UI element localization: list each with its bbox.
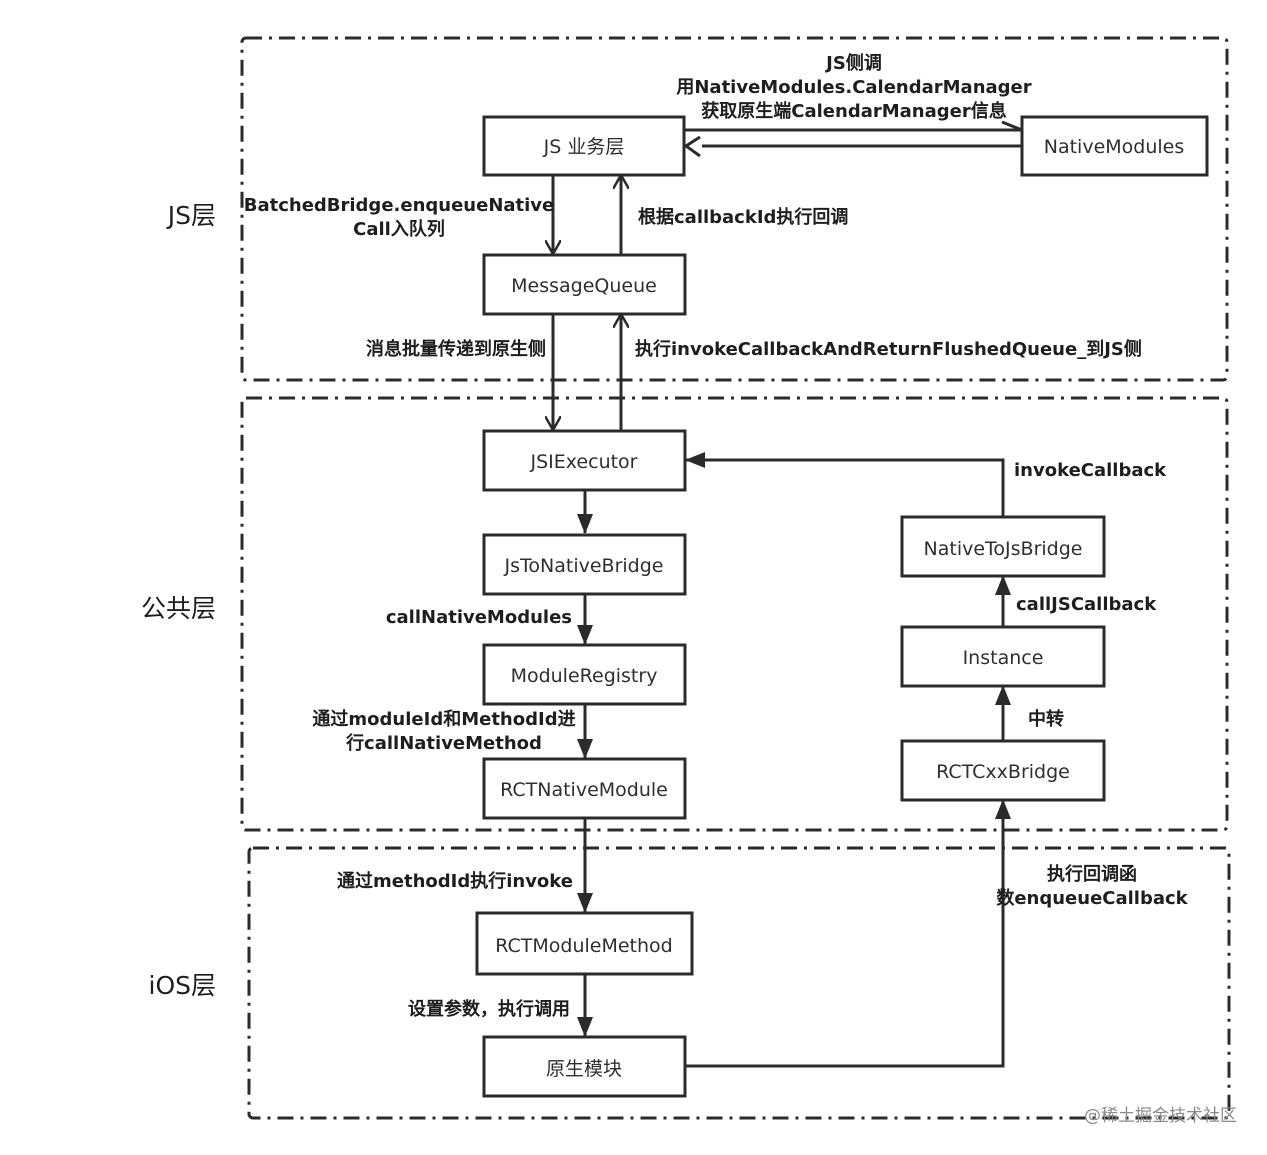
node-rct-native-module-label: RCTNativeModule <box>500 779 668 801</box>
node-module-registry-label: ModuleRegistry <box>511 665 658 687</box>
node-native-module: 原生模块 <box>482 1035 687 1098</box>
ios-layer-label: iOS层 <box>149 971 217 1000</box>
edge-label-js-call-line1: JS侧调 <box>824 53 882 74</box>
ios-layer-frame <box>247 846 1231 1120</box>
edge-label-callback-by-id: 根据callbackId执行回调 <box>638 206 848 228</box>
node-js-to-native-bridge: JsToNativeBridge <box>482 533 687 596</box>
node-rct-native-module: RCTNativeModule <box>482 757 687 820</box>
edge-nativemodule-to-rctcxxbridge <box>685 799 1011 1068</box>
node-instance-label: Instance <box>963 647 1044 669</box>
edge-label-enqueue-line2: Call入队列 <box>353 218 445 240</box>
node-js-business: JS 业务层 <box>482 115 686 177</box>
edge-label-js-call-line3: 获取原生端CalendarManager信息 <box>701 100 1006 122</box>
node-jsi-executor: JSIExecutor <box>482 429 687 492</box>
js-layer-label: JS层 <box>166 201 216 230</box>
edge-label-call-native-modules: callNativeModules <box>386 607 572 628</box>
node-instance: Instance <box>900 625 1106 688</box>
node-native-modules: NativeModules <box>1020 115 1209 177</box>
node-rct-module-method-label: RCTModuleMethod <box>495 935 672 957</box>
arrowhead-js-to-nativemodules <box>1001 120 1023 132</box>
node-module-registry: ModuleRegistry <box>482 643 687 706</box>
node-message-queue-label: MessageQueue <box>511 275 657 297</box>
edge-label-set-params: 设置参数，执行调用 <box>408 998 570 1020</box>
edge-label-enqueue-line1: BatchedBridge.enqueueNative <box>244 195 555 216</box>
edge-label-invoke-callback: invokeCallback <box>1014 460 1167 481</box>
edge-label-batch-to-native: 消息批量传递到原生侧 <box>366 338 546 360</box>
edge-label-module-method-line2: 行callNativeMethod <box>345 732 542 754</box>
edge-label-enqueue-callback-line2: 数enqueueCallback <box>996 887 1188 909</box>
node-message-queue: MessageQueue <box>482 253 687 316</box>
edge-label-relay: 中转 <box>1028 708 1064 730</box>
edge-label-js-call-line2: 用NativeModules.CalendarManager <box>676 77 1031 98</box>
node-native-to-js-bridge: NativeToJsBridge <box>900 515 1106 578</box>
node-native-modules-label: NativeModules <box>1044 136 1185 158</box>
arrowhead-nativemodules-to-js <box>683 135 701 158</box>
edge-label-module-method-line1: 通过moduleId和MethodId进 <box>312 708 575 730</box>
common-layer-label: 公共层 <box>141 594 216 623</box>
watermark: @稀土掘金技术社区 <box>1084 1106 1237 1126</box>
common-layer-frame <box>240 396 1229 832</box>
edge-label-enqueue-callback-line1: 执行回调函 <box>1047 863 1137 885</box>
edge-nativetojsbridge-to-jsiexecutor <box>685 452 1005 516</box>
node-rct-cxx-bridge-label: RCTCxxBridge <box>936 761 1070 783</box>
node-native-module-label: 原生模块 <box>546 1058 622 1080</box>
node-jsi-executor-label: JSIExecutor <box>530 451 638 473</box>
node-js-to-native-bridge-label: JsToNativeBridge <box>504 555 664 577</box>
edge-label-call-js-callback: callJSCallback <box>1016 594 1157 615</box>
edge-label-invoke-callback-flushed: 执行invokeCallbackAndReturnFlushedQueue_到J… <box>635 338 1142 360</box>
node-js-business-label: JS 业务层 <box>543 136 625 158</box>
node-rct-cxx-bridge: RCTCxxBridge <box>900 739 1106 802</box>
node-rct-module-method: RCTModuleMethod <box>475 911 694 976</box>
node-native-to-js-bridge-label: NativeToJsBridge <box>924 538 1083 560</box>
edge-label-invoke-by-method-id: 通过methodId执行invoke <box>337 870 573 892</box>
